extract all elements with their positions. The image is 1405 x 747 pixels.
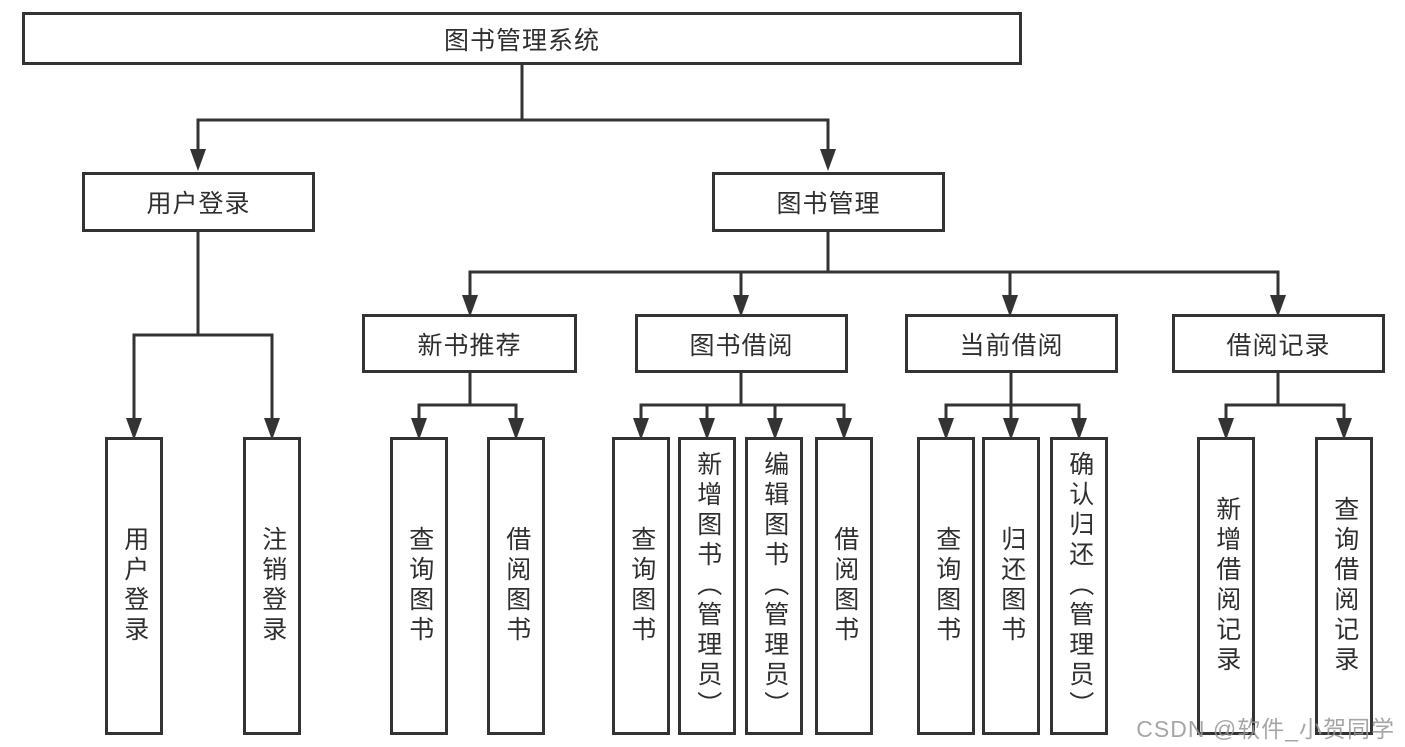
node-leaf-query-books-borrowing: 查询图书 [612, 437, 670, 735]
node-current-borrowing: 当前借阅 [905, 314, 1118, 373]
node-leaf-query-borrow-record: 查询借阅记录 [1315, 437, 1373, 735]
node-root-system: 图书管理系统 [22, 12, 1022, 65]
watermark: CSDN @软件_小贺同学 [1136, 716, 1395, 742]
node-leaf-confirm-return-admin: 确认归还（管理员） [1050, 437, 1108, 735]
edge-newbook-to-leaves [417, 373, 518, 421]
node-book-management: 图书管理 [712, 172, 945, 232]
node-book-borrowing: 图书借阅 [635, 314, 848, 373]
edge-root-to-level2 [196, 65, 830, 152]
node-new-book-recommend: 新书推荐 [362, 314, 577, 373]
node-leaf-user-login: 用户登录 [105, 437, 163, 735]
edge-bookborrow-to-leaves [639, 373, 846, 421]
edge-bookmgmt-to-level3 [468, 232, 1280, 298]
node-user-login: 用户登录 [82, 172, 315, 232]
node-leaf-add-borrow-record: 新增借阅记录 [1197, 437, 1255, 735]
node-leaf-query-books-recommend: 查询图书 [390, 437, 448, 735]
edge-currentborrow-to-leaves [944, 373, 1081, 421]
node-leaf-logout: 注销登录 [243, 437, 301, 735]
node-borrowing-records: 借阅记录 [1172, 314, 1385, 373]
node-leaf-borrow-books-borrowing: 借阅图书 [815, 437, 873, 735]
node-leaf-borrow-books-recommend: 借阅图书 [487, 437, 545, 735]
node-leaf-query-books-current: 查询图书 [917, 437, 975, 735]
edge-userlogin-to-leaves [132, 232, 274, 421]
edge-records-to-leaves [1224, 373, 1346, 421]
node-leaf-add-book-admin: 新增图书（管理员） [678, 437, 736, 735]
node-leaf-return-book: 归还图书 [982, 437, 1040, 735]
node-leaf-edit-book-admin: 编辑图书（管理员） [745, 437, 803, 735]
